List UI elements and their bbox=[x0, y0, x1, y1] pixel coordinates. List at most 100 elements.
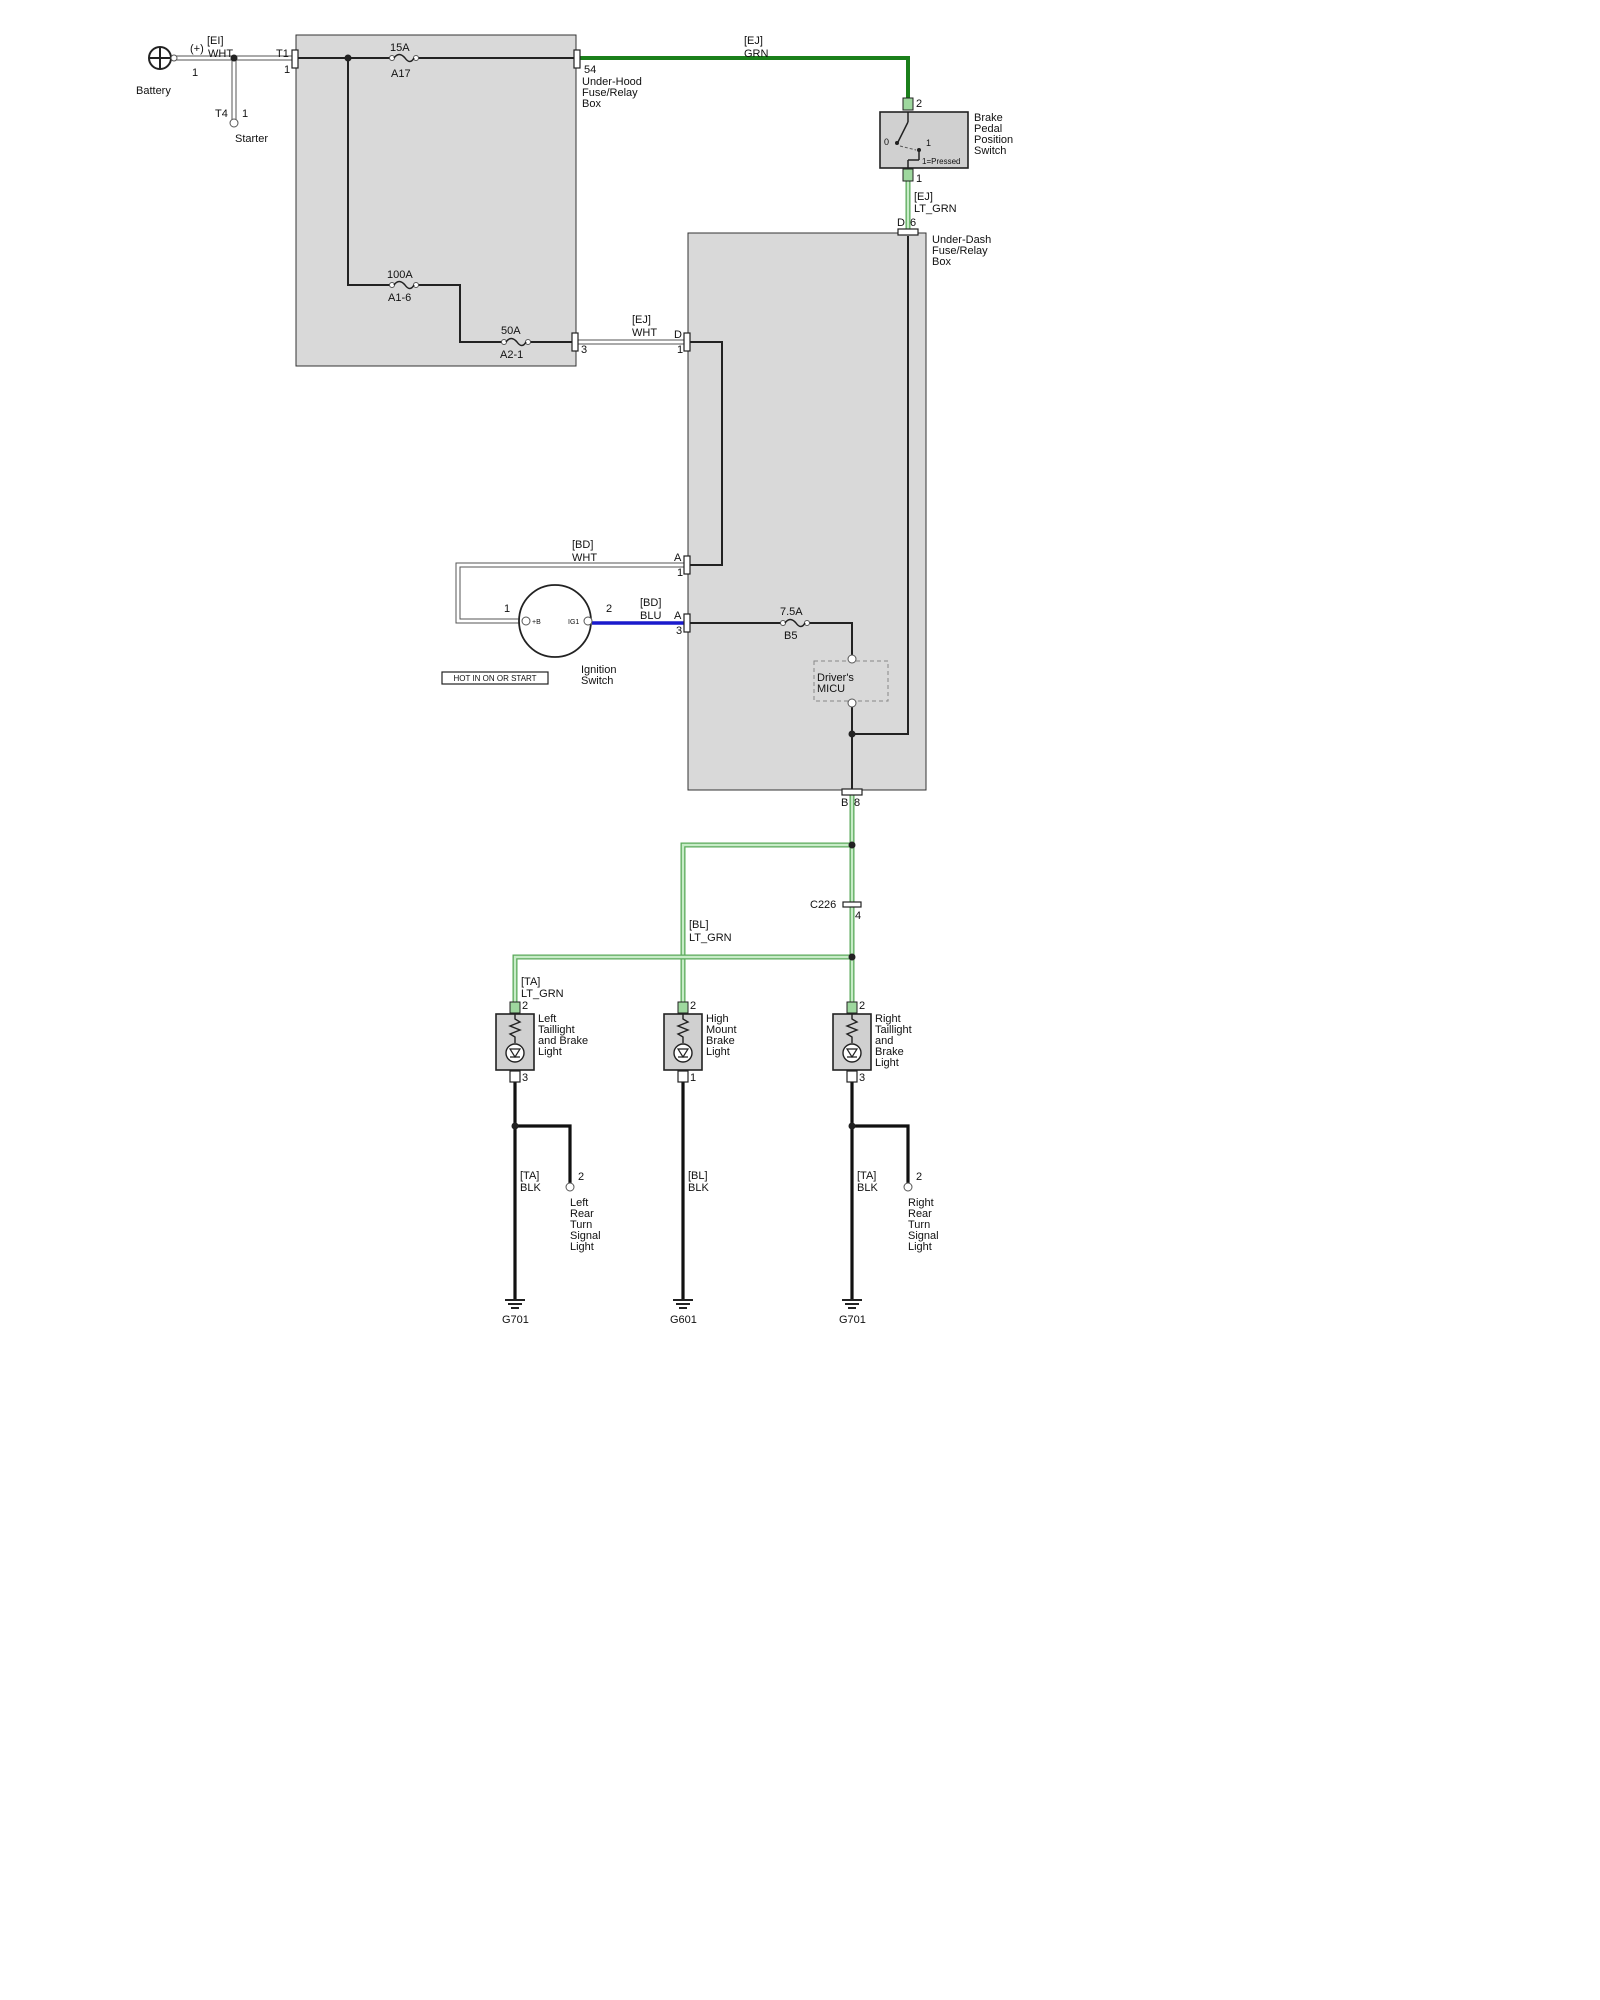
brake-switch-pin-top: 2 bbox=[916, 98, 922, 110]
connector-a1 bbox=[683, 555, 691, 575]
ground-right-label: G701 bbox=[839, 1314, 866, 1326]
conn-b: B bbox=[841, 797, 848, 809]
right-turn-terminal-icon bbox=[903, 1182, 913, 1192]
connector-d6 bbox=[897, 228, 919, 236]
micu-pin-top-icon bbox=[847, 654, 857, 664]
pin-54: 54 bbox=[584, 64, 596, 76]
starter-terminal: T4 bbox=[215, 108, 228, 120]
wire-right-turn bbox=[852, 1124, 910, 1183]
wire-ej-grn-color: GRN bbox=[744, 48, 769, 60]
conn-a-top: A bbox=[674, 552, 682, 564]
wire-bd-wht-code: [BD] bbox=[572, 539, 593, 551]
connector-54 bbox=[573, 49, 581, 69]
right-light-label-5: Light bbox=[875, 1057, 899, 1069]
ignition-label-2: Switch bbox=[581, 675, 613, 687]
wire-ej-grn-code: [EJ] bbox=[744, 35, 763, 47]
ignition-b-terminal-icon bbox=[521, 616, 531, 626]
wire-ta-ltgrn bbox=[512, 954, 852, 1003]
hot-badge bbox=[441, 671, 549, 685]
right-turn-pin: 2 bbox=[916, 1171, 922, 1183]
fuse-b5-rating: 7.5A bbox=[780, 606, 803, 618]
under-dash-fuse-box bbox=[687, 232, 927, 791]
right-light-label-4: Brake bbox=[875, 1046, 904, 1058]
conn-a-pin1: 1 bbox=[677, 567, 683, 579]
switch-contact-1: 1 bbox=[926, 138, 931, 148]
brake-switch-label-3: Position bbox=[974, 134, 1013, 146]
connector-3 bbox=[571, 332, 579, 352]
right-taillight-brake-light bbox=[832, 1001, 872, 1083]
battery-label: Battery bbox=[136, 85, 171, 97]
wire-internal-a16-out bbox=[418, 284, 502, 343]
fuse-a17-icon bbox=[389, 53, 419, 63]
micu-label-1: Driver's bbox=[817, 672, 854, 684]
ground-left-label: G701 bbox=[502, 1314, 529, 1326]
switch-contact-0: 0 bbox=[884, 137, 889, 147]
wire-ej-wht-code: [EJ] bbox=[632, 314, 651, 326]
brake-switch-label-2: Pedal bbox=[974, 123, 1002, 135]
conn-d-pin1: 1 bbox=[677, 344, 683, 356]
wire-left-turn bbox=[515, 1124, 572, 1183]
fuse-b5-name: B5 bbox=[784, 630, 797, 642]
wire-internal-a16-in bbox=[347, 58, 390, 286]
fuse-a16-icon bbox=[389, 280, 419, 290]
right-turn-label-1: Right bbox=[908, 1197, 934, 1209]
battery-plus: (+) bbox=[190, 43, 204, 55]
connector-c226 bbox=[842, 901, 862, 908]
left-turn-label-2: Rear bbox=[570, 1208, 594, 1220]
connector-a3 bbox=[683, 613, 691, 633]
left-light-pin-bottom: 3 bbox=[522, 1072, 528, 1084]
right-ground-wire-color: BLK bbox=[857, 1182, 878, 1194]
left-turn-pin: 2 bbox=[578, 1171, 584, 1183]
brake-switch-label-1: Brake bbox=[974, 112, 1003, 124]
junction-dot bbox=[848, 1122, 856, 1130]
wire-internal-d6 bbox=[852, 236, 909, 735]
under-hood-label-3: Box bbox=[582, 98, 601, 110]
conn-a-pin3: 3 bbox=[676, 625, 682, 637]
ground-icon bbox=[673, 1299, 693, 1309]
wire-bd-wht bbox=[455, 562, 684, 624]
right-turn-label-3: Turn bbox=[908, 1219, 930, 1231]
wire-bd-wht-color: WHT bbox=[572, 552, 597, 564]
right-ground-wire-code: [TA] bbox=[857, 1170, 876, 1182]
ignition-ig1-terminal-icon bbox=[583, 616, 593, 626]
left-ground-wire-color: BLK bbox=[520, 1182, 541, 1194]
wire-ej-grn bbox=[580, 56, 910, 98]
ground-high-label: G601 bbox=[670, 1314, 697, 1326]
t1-terminal: T1 bbox=[276, 48, 289, 60]
high-light-label-4: Light bbox=[706, 1046, 730, 1058]
wire-bl-ltgrn-code: [BL] bbox=[689, 919, 709, 931]
junction-dot bbox=[230, 54, 238, 62]
micu-label-2: MICU bbox=[817, 683, 845, 695]
wire-internal-d1-a1 bbox=[690, 341, 723, 566]
right-light-pin-top: 2 bbox=[859, 1000, 865, 1012]
junction-dot bbox=[511, 1122, 519, 1130]
right-light-label-1: Right bbox=[875, 1013, 901, 1025]
right-light-pin-bottom: 3 bbox=[859, 1072, 865, 1084]
conn-a-mid: A bbox=[674, 610, 682, 622]
left-turn-label-4: Signal bbox=[570, 1230, 601, 1242]
wire-bd-blu-code: [BD] bbox=[640, 597, 661, 609]
high-light-pin-top: 2 bbox=[690, 1000, 696, 1012]
under-hood-label-1: Under-Hood bbox=[582, 76, 642, 88]
battery-pin: 1 bbox=[192, 67, 198, 79]
left-turn-label-1: Left bbox=[570, 1197, 588, 1209]
switch-legend: 1=Pressed bbox=[922, 157, 960, 166]
switch-contact-icon bbox=[895, 112, 921, 169]
high-light-label-2: Mount bbox=[706, 1024, 737, 1036]
junction-dot bbox=[848, 841, 856, 849]
wire-ta-ltgrn-color: LT_GRN bbox=[521, 988, 564, 1000]
connector-b8 bbox=[841, 788, 863, 796]
left-ground-wire-code: [TA] bbox=[520, 1170, 539, 1182]
under-hood-label-2: Fuse/Relay bbox=[582, 87, 638, 99]
c226-label: C226 bbox=[810, 899, 836, 911]
left-turn-terminal-icon bbox=[565, 1182, 575, 1192]
hot-badge-text: HOT IN ON OR START bbox=[453, 674, 536, 683]
left-light-pin-top: 2 bbox=[522, 1000, 528, 1012]
wire-internal-b5-micu bbox=[809, 622, 853, 656]
wire-ej-ltgrn-color: LT_GRN bbox=[914, 203, 957, 215]
right-light-label-2: Taillight bbox=[875, 1024, 912, 1036]
ground-icon bbox=[842, 1299, 862, 1309]
left-turn-label-3: Turn bbox=[570, 1219, 592, 1231]
connector-t1 bbox=[291, 49, 299, 69]
